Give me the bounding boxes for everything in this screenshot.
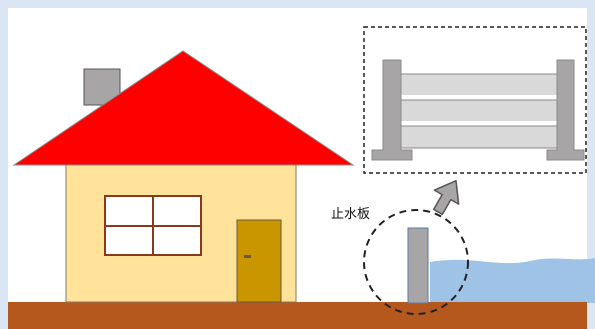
roof <box>12 50 355 166</box>
door-handle <box>244 255 251 258</box>
ground <box>8 302 587 329</box>
flood-barrier-board <box>407 227 429 304</box>
barrier-panel-2 <box>400 99 559 123</box>
house <box>12 50 355 303</box>
barrier-panel-1 <box>400 73 559 97</box>
detail-circle <box>363 209 469 315</box>
frame-border-top <box>0 0 595 8</box>
up-right-arrow-icon <box>432 179 460 216</box>
barrier-panel-3 <box>400 125 559 149</box>
frame-border-left <box>0 0 8 329</box>
barrier-label: 止水板 <box>331 207 370 222</box>
frame-border-right <box>587 0 595 329</box>
post-right <box>546 59 585 161</box>
door <box>236 219 282 303</box>
post-left <box>371 59 413 161</box>
detail-box <box>363 26 587 174</box>
window <box>104 195 202 256</box>
barrier-detail <box>371 59 585 161</box>
floodwater <box>430 258 595 303</box>
